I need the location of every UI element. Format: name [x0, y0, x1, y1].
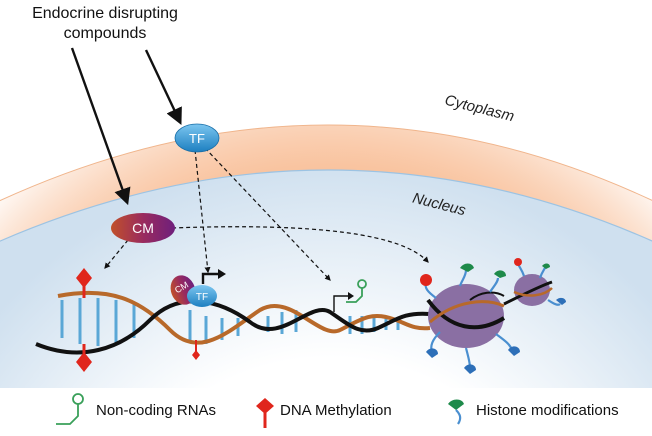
dna-strand-black: [35, 299, 431, 355]
histone-red-mark: [420, 274, 432, 286]
ncrna-promoter-arrowhead: [348, 292, 354, 300]
tf-bound-node: [187, 285, 217, 307]
transcription-start-arrow: [201, 272, 220, 284]
nucleosome-large: [426, 284, 506, 348]
cm-to-histone-arrow: [171, 226, 429, 263]
legend-histone-label: Histone modifications: [476, 402, 619, 419]
methylation-mark-bottom: [76, 344, 92, 372]
histone-green-mark-small: [542, 263, 550, 269]
transcription-arrowhead: [218, 269, 226, 279]
ncrna-promoter-arrow: [333, 295, 350, 312]
legend-background: [0, 388, 652, 436]
legend-methylation-label: DNA Methylation: [280, 402, 392, 419]
legend-ncrna-label: Non-coding RNAs: [96, 402, 217, 419]
cell-membrane: [0, 124, 652, 202]
tf-node: [174, 123, 220, 153]
edc-to-cm-arrow: [70, 47, 131, 206]
legend-ncrna-icon: [56, 393, 84, 425]
cm-node: [111, 213, 175, 243]
edc-title-line1: Endocrine disrupting: [32, 5, 178, 22]
tf-node-label: TF: [189, 131, 205, 146]
edc-to-tf-arrow: [144, 49, 182, 126]
tf-bound-label: TF: [196, 292, 208, 303]
legend-methylation-icon: [256, 398, 274, 428]
cm-node-label: CM: [132, 220, 154, 236]
legend-histone-icon: [448, 399, 464, 425]
histone-red-mark-small: [514, 258, 522, 266]
histone-blue-marks: [426, 297, 566, 374]
histone-green-mark-top: [460, 263, 474, 272]
histone-green-mark-right: [494, 270, 506, 278]
edc-title: Endocrine disrupting compounds: [10, 4, 200, 44]
nucleosome-small: [503, 274, 553, 306]
methylation-mark-small: [192, 340, 200, 360]
edc-title-line2: compounds: [63, 25, 147, 42]
nuclear-envelope: [0, 169, 652, 242]
ncrna-icon: [346, 279, 367, 303]
dna-helix: [35, 290, 431, 355]
dna-strand-orange: [57, 290, 431, 345]
methylation-mark-top: [76, 268, 92, 298]
cm-to-methylation-arrow: [104, 239, 129, 269]
tf-to-ncrna-arrow: [204, 147, 331, 281]
